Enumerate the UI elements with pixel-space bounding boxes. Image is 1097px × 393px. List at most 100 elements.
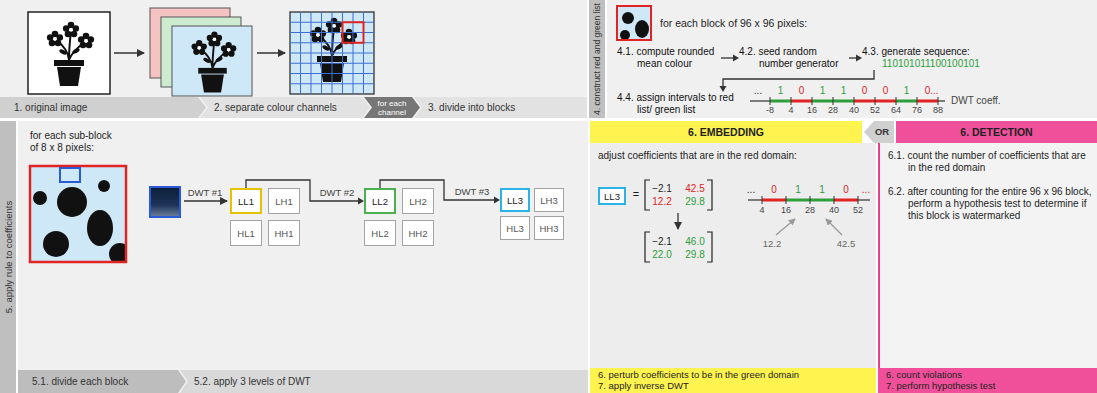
panel-background bbox=[878, 143, 1097, 368]
subband-box: LL1 bbox=[230, 188, 262, 214]
node-text: 3. divide into blocks bbox=[428, 102, 515, 113]
panel-background bbox=[607, 0, 1097, 118]
connector-line bbox=[849, 57, 857, 58]
block-icon bbox=[620, 30, 630, 40]
panel-background bbox=[878, 143, 880, 368]
block-icon bbox=[617, 6, 651, 40]
label-holder: 16 bbox=[781, 205, 791, 216]
node-text: 2. separate colour channels bbox=[214, 102, 337, 113]
node-text: LH3 bbox=[540, 195, 557, 206]
panel-background bbox=[0, 0, 587, 118]
number-line bbox=[770, 100, 791, 103]
label-holder: 1 bbox=[819, 184, 825, 196]
connector bbox=[246, 180, 364, 205]
block-icon bbox=[617, 6, 651, 40]
label-holder: adjust coefficients that are in the red … bbox=[598, 150, 797, 162]
node-text: 4.1. compute rounded mean colour bbox=[617, 46, 721, 70]
node-text: 7. apply inverse DWT bbox=[598, 381, 868, 392]
label-holder: 42.5 bbox=[685, 183, 704, 195]
label-holder: DWT #1 bbox=[188, 187, 223, 198]
shift-arrow bbox=[776, 219, 795, 235]
bit-label: 0 bbox=[883, 85, 889, 97]
text-rotator: 4. construct red and green list bbox=[592, 3, 602, 115]
label-holder: DWT coeff. bbox=[951, 95, 1001, 107]
bit-label: 0 bbox=[843, 184, 849, 196]
label-holder: 0 bbox=[799, 85, 805, 97]
block-icon bbox=[620, 12, 649, 40]
label-holder: = bbox=[633, 188, 639, 201]
label-holder: 12.2 bbox=[763, 238, 782, 249]
node-text: 4.3. generate sequence: bbox=[862, 46, 988, 58]
block-grid-image bbox=[290, 12, 374, 94]
section-band: 5. apply rule to coefficients bbox=[0, 121, 16, 393]
block-icon bbox=[617, 6, 651, 40]
node-text: HL1 bbox=[237, 228, 254, 239]
step-chevron: 3. divide into blocks bbox=[414, 97, 587, 118]
shift-arrow bbox=[776, 219, 842, 235]
zoomed-block bbox=[109, 243, 126, 262]
tick-value: 28 bbox=[828, 105, 838, 116]
flow-arrow bbox=[114, 52, 144, 54]
zoomed-block bbox=[30, 166, 131, 265]
label-holder: 52 bbox=[870, 105, 880, 116]
transform-label: DWT #2 bbox=[320, 187, 355, 198]
subband-box: LH3 bbox=[534, 188, 564, 212]
colour-channels bbox=[192, 32, 237, 93]
label-holder: −2.1 bbox=[652, 183, 672, 195]
node-text: for each channel bbox=[374, 99, 410, 117]
instruction-text: for each block of 96 x 96 pixels: bbox=[660, 17, 807, 30]
node-text: HL3 bbox=[506, 223, 523, 234]
block-grid-image bbox=[290, 12, 374, 94]
step-chevron: 5.1. divide each block bbox=[18, 370, 186, 393]
bit-label: 1 bbox=[904, 85, 910, 97]
number-line bbox=[896, 100, 917, 103]
tick-value: -8 bbox=[766, 105, 774, 116]
matrix-value: 29.8 bbox=[685, 249, 704, 261]
subband-box: HL1 bbox=[230, 220, 262, 246]
process-step: 4.1. compute rounded mean colour bbox=[617, 46, 721, 70]
zoomed-block bbox=[30, 166, 126, 262]
chevron-shape bbox=[364, 97, 420, 118]
transform-label: DWT #1 bbox=[188, 187, 223, 198]
tick-value: 52 bbox=[853, 205, 863, 216]
bit-label: ... bbox=[862, 184, 870, 196]
process-step: 4.3. generate sequence:11010101110010010… bbox=[862, 46, 988, 70]
process-step: 4.2. seed random number generator bbox=[739, 46, 849, 70]
tick-value: 52 bbox=[870, 105, 880, 116]
subband-box: HH3 bbox=[534, 216, 564, 240]
label-holder: 40 bbox=[849, 105, 859, 116]
zoomed-block bbox=[60, 168, 80, 182]
node-text: 5. apply rule to coefficients bbox=[3, 201, 14, 313]
bit-label: 1 bbox=[795, 184, 801, 196]
bit-label: ... bbox=[754, 85, 762, 97]
node-text: 5.1. divide each block bbox=[32, 376, 128, 387]
arrowhead bbox=[856, 55, 862, 62]
label-holder: for each sub-block of 8 x 8 pixels: bbox=[30, 130, 120, 154]
chevron-shape bbox=[180, 370, 588, 393]
instruction-text: 6.1. count the number of coefficients th… bbox=[888, 150, 1092, 174]
label-holder: 0 bbox=[883, 85, 889, 97]
matrix-value: 22.0 bbox=[652, 249, 671, 261]
node-text: LL1 bbox=[238, 196, 254, 207]
tick-value: 76 bbox=[912, 105, 922, 116]
label-holder: 0 bbox=[862, 85, 868, 97]
number-line bbox=[750, 97, 945, 105]
label-holder: 29.8 bbox=[685, 196, 704, 208]
label-holder: 0 bbox=[843, 184, 849, 196]
connector bbox=[849, 55, 862, 62]
zoomed-block bbox=[33, 191, 47, 205]
section-footer: 6. count violations7. perform hypothesis… bbox=[878, 368, 1097, 393]
matrix-bracket bbox=[645, 232, 712, 262]
node-text: HH2 bbox=[408, 228, 427, 239]
zoomed-block bbox=[98, 180, 110, 192]
zoomed-block bbox=[87, 210, 113, 246]
connector bbox=[720, 70, 875, 92]
label-holder: -8 bbox=[766, 105, 774, 116]
matrix-value: −2.1 bbox=[652, 183, 672, 195]
number-line bbox=[791, 100, 812, 103]
number-line bbox=[917, 100, 938, 103]
label-holder: 16 bbox=[807, 105, 817, 116]
matrix-value: 29.8 bbox=[685, 196, 704, 208]
label-holder: 29.8 bbox=[685, 249, 704, 261]
tick-value: 40 bbox=[829, 205, 839, 216]
